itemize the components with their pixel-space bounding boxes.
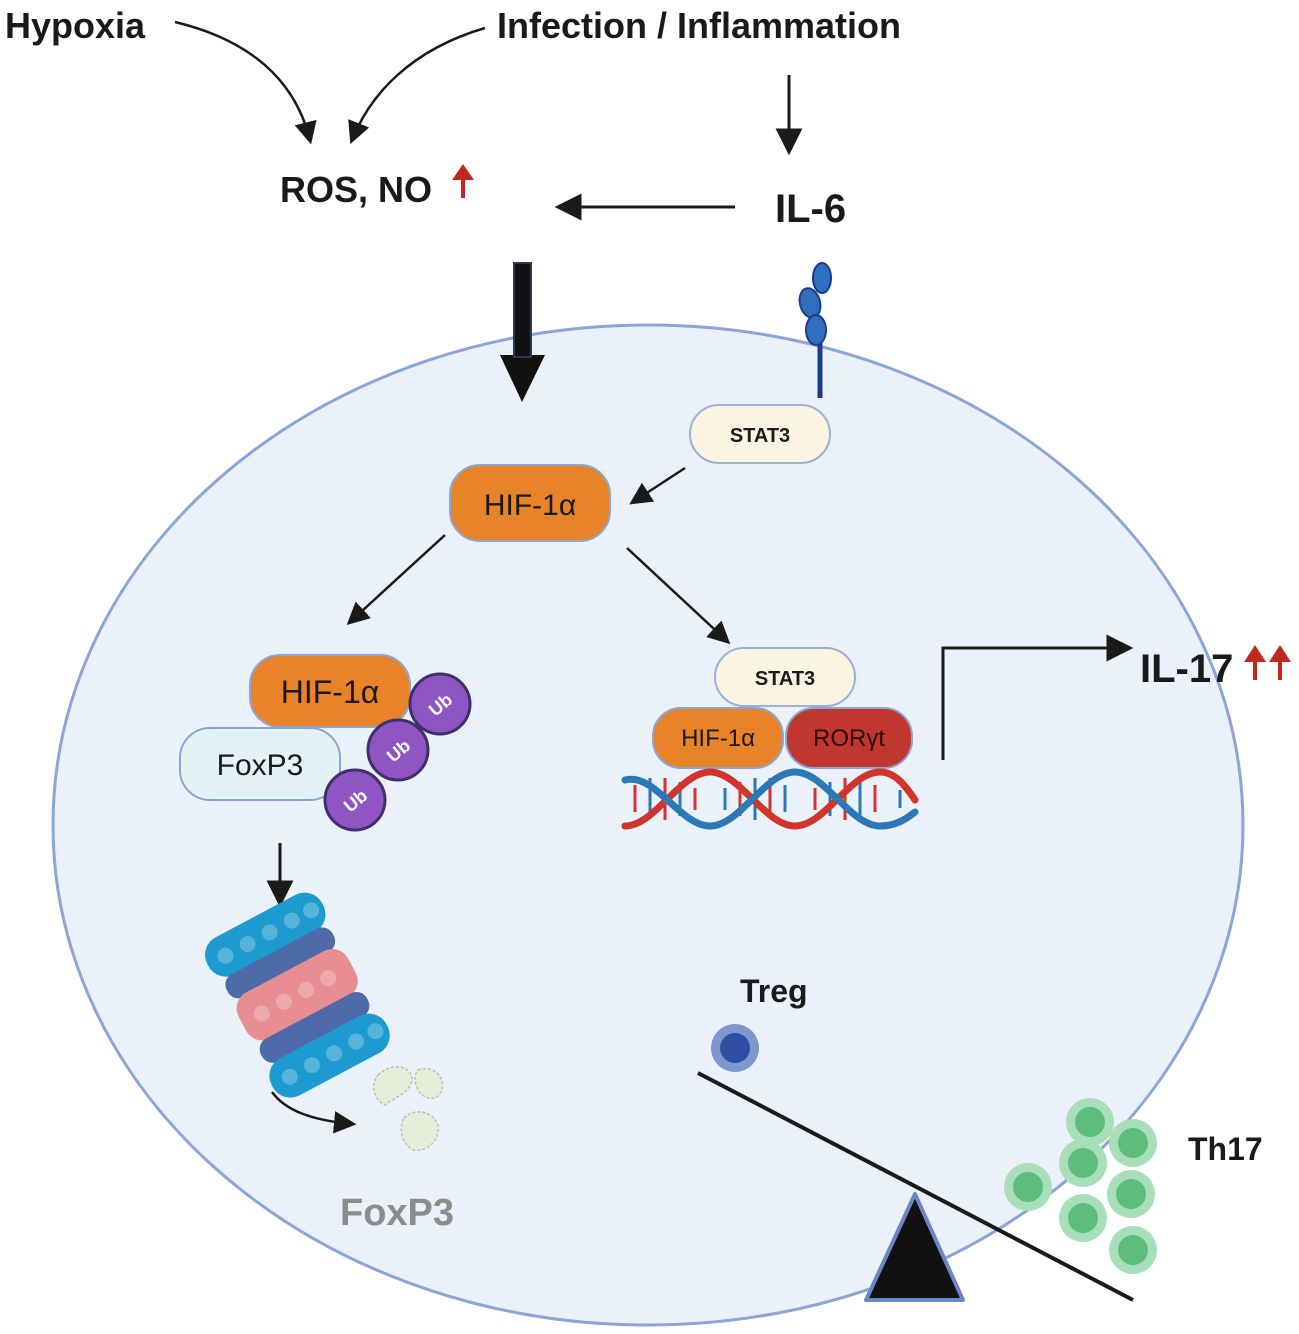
ubiquitin-icon [323, 672, 472, 832]
dna-to-il17-arrow [941, 634, 1134, 760]
th17-cells-icon [1004, 1098, 1157, 1274]
proteasome-icon [205, 892, 390, 1098]
stat3-top-label: STAT3 [730, 425, 790, 447]
hif-left-label: HIF-1α [281, 674, 380, 710]
up-arrow-icon [1244, 645, 1291, 680]
treg-label: Treg [740, 973, 808, 1009]
stat3-top-box [689, 404, 831, 464]
rorgt-box [785, 707, 913, 769]
foxp3-box [179, 727, 341, 801]
seesaw-beam [697, 1071, 1134, 1302]
hif-top-label: HIF-1α [484, 489, 576, 522]
infection-label: Infection / Inflammation [497, 5, 901, 46]
seesaw-icon [864, 1192, 965, 1302]
hypoxia-label: Hypoxia [5, 5, 146, 46]
receptor-icon [798, 262, 832, 398]
ros-to-hif-arrow [500, 262, 545, 402]
stat3-right-box [714, 647, 856, 707]
foxp3-degraded-label: FoxP3 [340, 1192, 454, 1234]
hif-right-label: HIF-1α [681, 725, 755, 752]
foxp3-box-label: FoxP3 [217, 749, 304, 782]
degraded-fragments-icon [373, 1066, 444, 1151]
hif-top-box [449, 464, 611, 542]
dna-icon [621, 768, 919, 830]
up-arrow-icon [452, 164, 474, 198]
rorgt-label: RORγt [813, 725, 885, 752]
ros-no-label: ROS, NO [280, 169, 432, 210]
hif-left-box [249, 654, 411, 728]
hif-to-foxp3-arrow [346, 534, 446, 626]
hif-to-stat3-complex-arrow [626, 547, 731, 645]
stat3-right-label: STAT3 [755, 668, 815, 690]
hypoxia-arrow [174, 20, 317, 145]
infection-to-ros-arrow [348, 26, 486, 145]
th17-label: Th17 [1188, 1131, 1263, 1167]
il17-label: IL-17 [1140, 647, 1233, 691]
proteasome-to-fragments-arrow [270, 1091, 357, 1134]
stat3-to-hif-arrow [629, 466, 686, 505]
cell-icon [51, 323, 1245, 1327]
hif-right-box [652, 707, 784, 769]
treg-cell-icon [711, 1024, 759, 1072]
il6-label: IL-6 [775, 187, 846, 231]
